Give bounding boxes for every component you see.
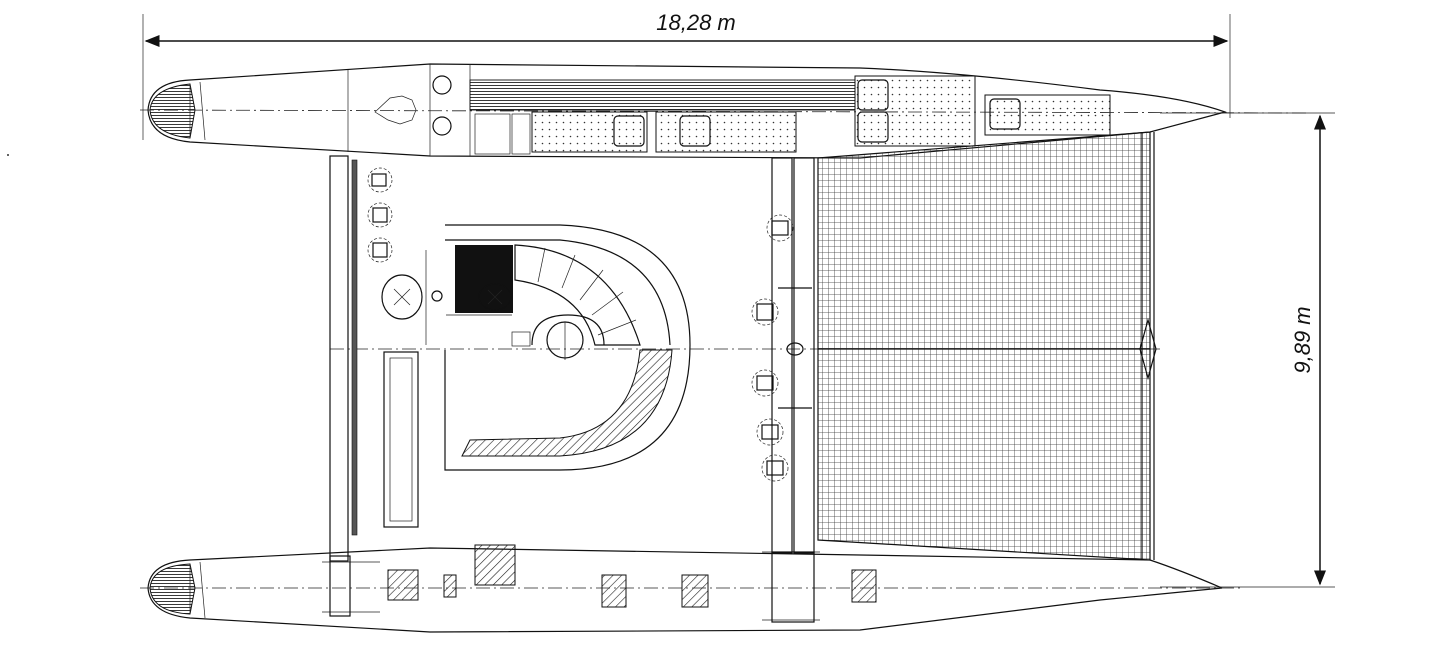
- beam-dimension: 9,89 m: [1160, 112, 1335, 588]
- winch-icon: [367, 167, 794, 482]
- seat-cushion-icon: [613, 79, 1021, 147]
- top-hull: [147, 63, 1228, 159]
- forward-crossbeam: [771, 157, 815, 623]
- length-dimension: 18,28 m: [142, 10, 1231, 140]
- cockpit-seating: [444, 224, 691, 471]
- hatch-icon: [387, 544, 877, 608]
- bottom-hull: [147, 544, 1223, 633]
- trampoline-net: [817, 131, 1157, 561]
- beam-label: 9,89 m: [1290, 306, 1315, 373]
- aft-crossbeam: [329, 155, 358, 617]
- length-label: 18,28 m: [656, 10, 736, 35]
- aft-locker: [383, 351, 419, 528]
- helm-wheel-icon: [381, 274, 443, 320]
